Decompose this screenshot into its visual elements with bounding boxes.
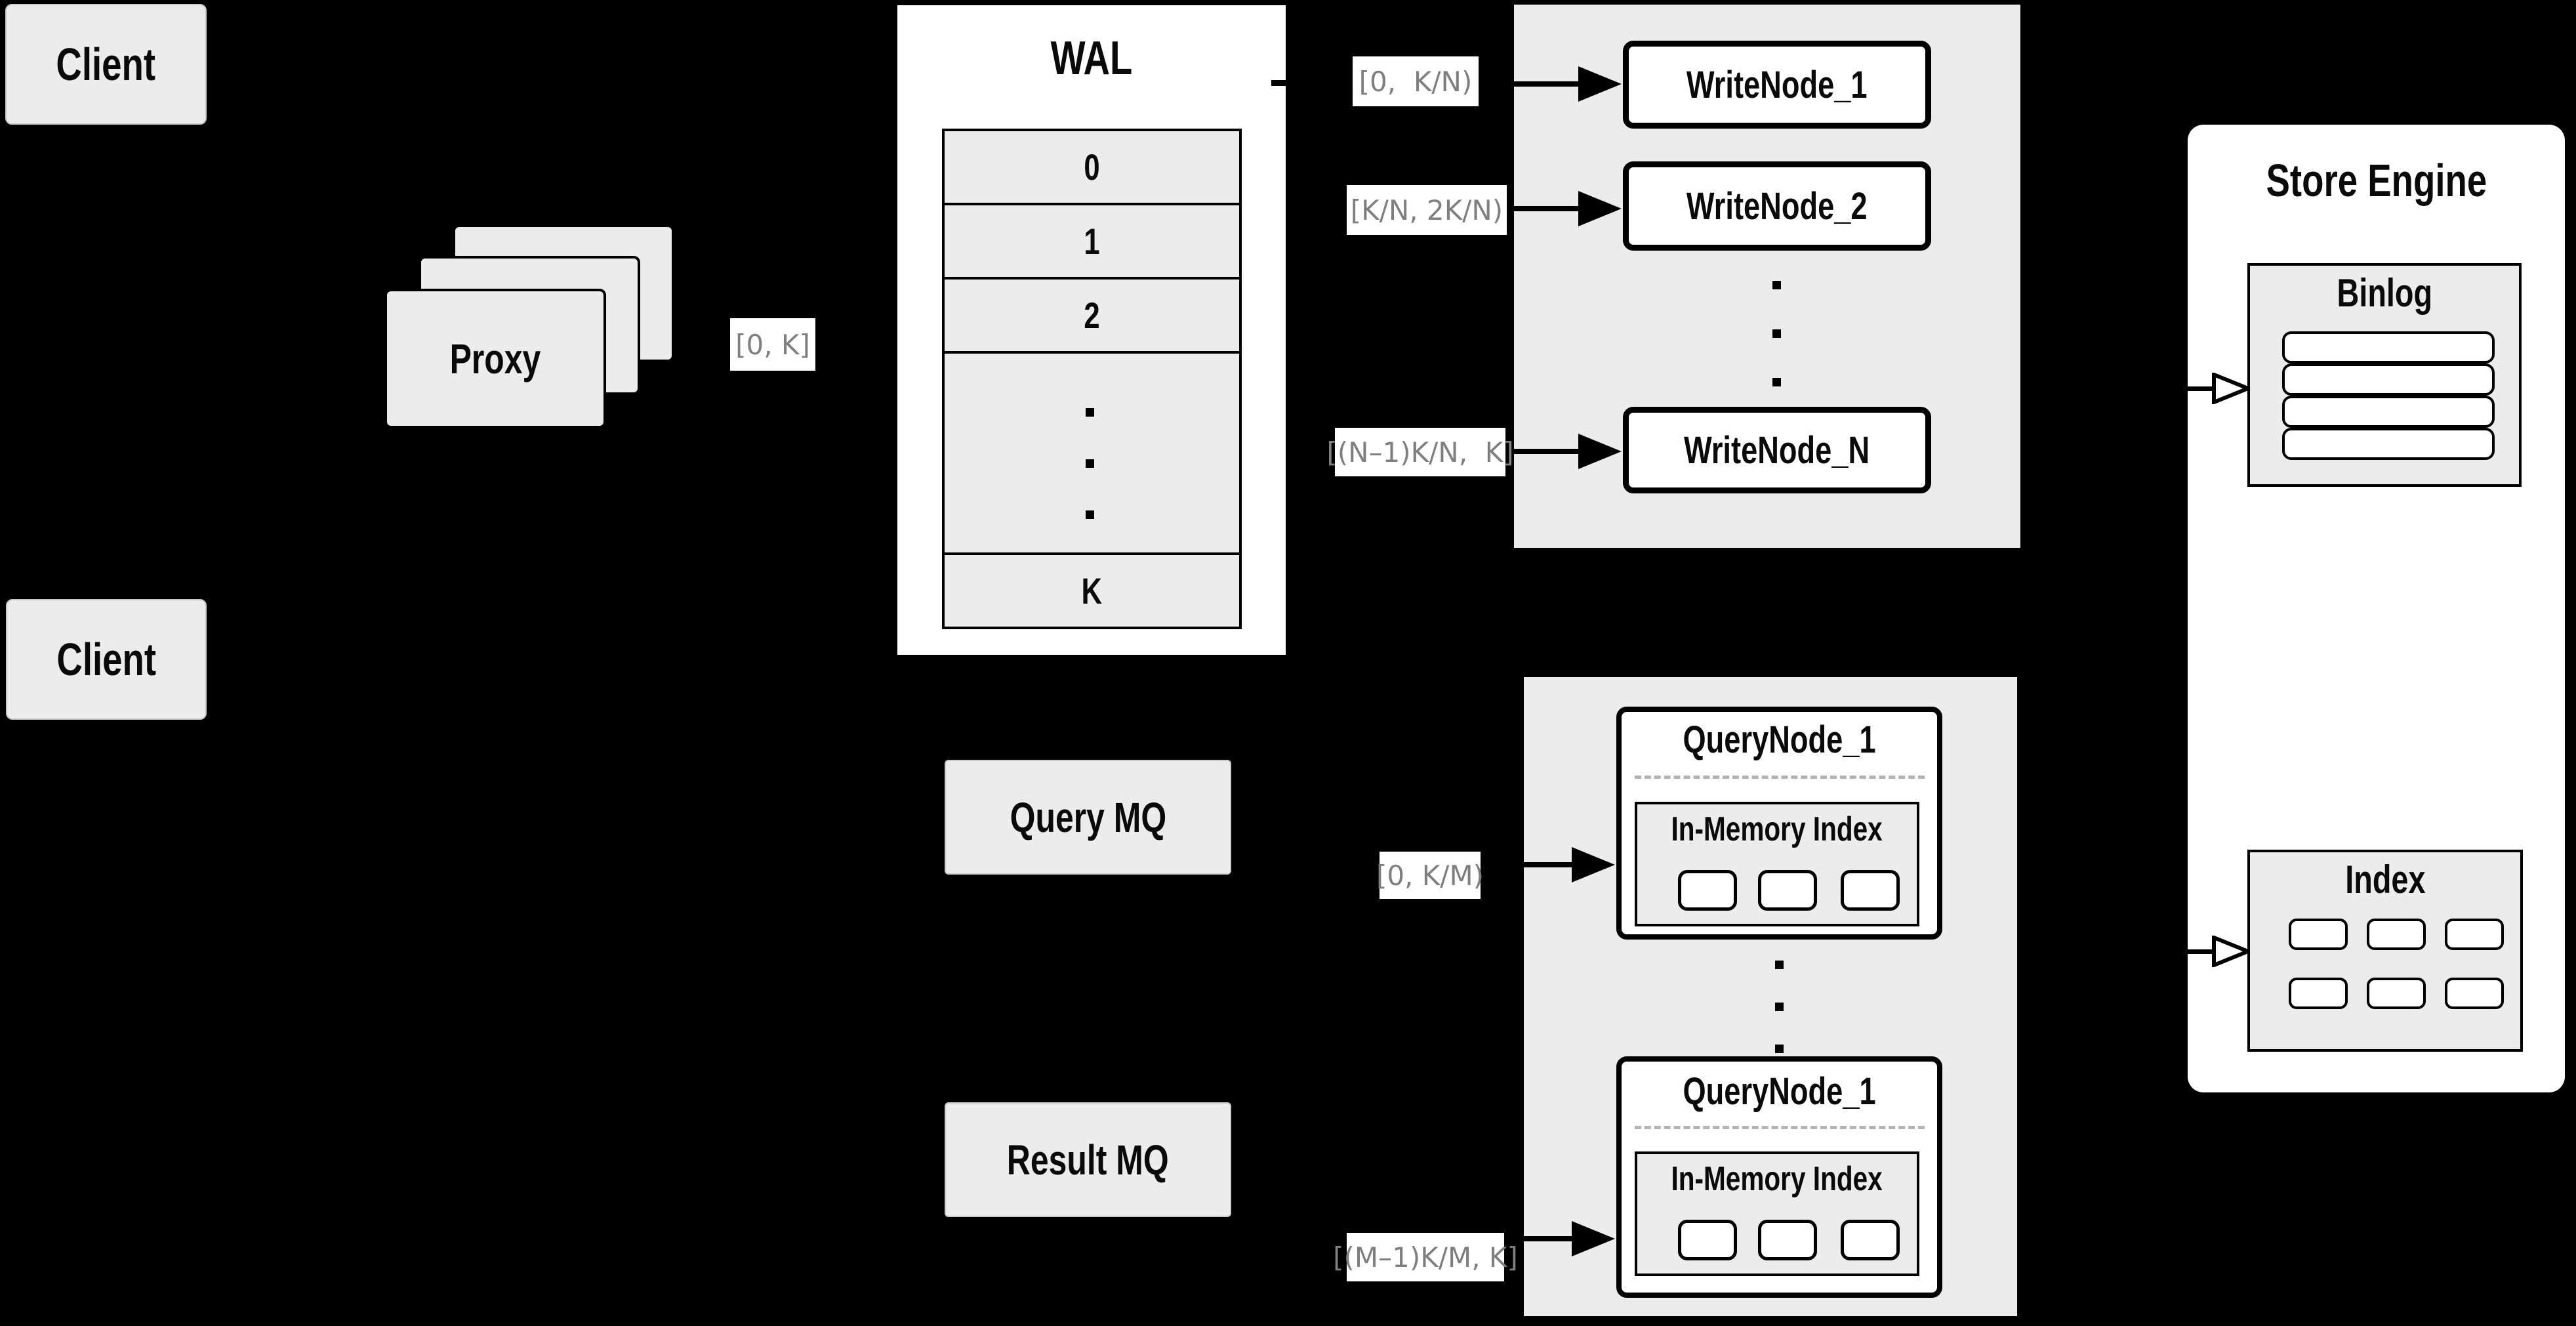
imi-bottom-segment-2 bbox=[1758, 1220, 1817, 1260]
write-node-2-label: WriteNode_2 bbox=[1687, 184, 1868, 228]
write-node-1: WriteNode_1 bbox=[1623, 41, 1931, 129]
query-node-bottom-title: QueryNode_1 bbox=[1683, 1070, 1876, 1113]
in-memory-index-title-top: In-Memory Index bbox=[1671, 810, 1883, 848]
wal-row-k-label: K bbox=[1081, 570, 1103, 611]
write-ellipsis-dot-1 bbox=[1772, 281, 1781, 289]
write-node-n-label: WriteNode_N bbox=[1684, 428, 1870, 472]
index-cell-1 bbox=[2289, 919, 2348, 950]
write-ellipsis-dot-3 bbox=[1772, 378, 1781, 386]
imi-top-segment-1 bbox=[1678, 870, 1737, 911]
index-cell-6 bbox=[2445, 978, 2504, 1009]
imi-bottom-segment-1 bbox=[1678, 1220, 1737, 1260]
wal-row-ellipsis bbox=[942, 351, 1242, 555]
client-bottom-label: Client bbox=[56, 634, 156, 685]
wal-ellipsis-dot-2 bbox=[1086, 459, 1094, 468]
write-node-1-label: WriteNode_1 bbox=[1687, 63, 1868, 106]
imi-top-segment-2 bbox=[1758, 870, 1817, 911]
arrow-to-writenode-1-head bbox=[1578, 66, 1622, 102]
query-node-top-divider bbox=[1635, 776, 1925, 779]
wal-ellipsis-dot-1 bbox=[1086, 408, 1094, 417]
index-title: Index bbox=[2344, 858, 2426, 901]
write-node-2: WriteNode_2 bbox=[1623, 161, 1931, 251]
wal-row-2-label: 2 bbox=[1084, 295, 1100, 336]
imi-top-segment-3 bbox=[1841, 870, 1900, 911]
range-label-proxy-out: [0, K] bbox=[730, 318, 815, 371]
wal-ellipsis-dot-3 bbox=[1086, 510, 1094, 519]
query-mq-box: Query MQ bbox=[945, 760, 1231, 875]
write-ellipsis-dot-2 bbox=[1772, 329, 1781, 338]
arrow-to-index-line bbox=[2188, 949, 2215, 954]
arrow-to-querynode-top-head bbox=[1572, 847, 1615, 882]
imi-bottom-segment-3 bbox=[1841, 1220, 1900, 1260]
query-ellipsis-dot-1 bbox=[1775, 961, 1784, 969]
result-mq-box: Result MQ bbox=[945, 1102, 1231, 1217]
wal-out-arrow-stub bbox=[1271, 80, 1286, 86]
wal-row-1-label: 1 bbox=[1084, 220, 1100, 262]
arrow-to-writenode-2-head bbox=[1578, 191, 1622, 226]
arrow-to-querynode-top-line bbox=[1524, 862, 1573, 867]
write-node-n: WriteNode_N bbox=[1623, 407, 1931, 493]
binlog-bar-4 bbox=[2282, 428, 2495, 460]
wal-row-0: 0 bbox=[942, 129, 1242, 205]
arrow-to-binlog-head bbox=[2212, 373, 2250, 404]
wal-row-0-label: 0 bbox=[1084, 146, 1100, 188]
index-cell-3 bbox=[2445, 919, 2504, 950]
query-node-bottom-divider bbox=[1635, 1126, 1925, 1129]
query-ellipsis-dot-2 bbox=[1775, 1003, 1784, 1011]
arrow-to-querynode-bottom-head bbox=[1572, 1221, 1615, 1256]
client-box-bottom: Client bbox=[6, 599, 207, 720]
index-cell-2 bbox=[2367, 919, 2426, 950]
range-label-querynode-m: [(M–1)K/M, K] bbox=[1333, 1233, 1518, 1281]
query-mq-label: Query MQ bbox=[1010, 793, 1166, 841]
arrow-to-index-head bbox=[2212, 936, 2250, 967]
index-panel bbox=[2247, 850, 2523, 1052]
wal-title: WAL bbox=[1050, 32, 1133, 85]
proxy-card-front: Proxy bbox=[384, 289, 606, 428]
arrow-to-writenode-n-head bbox=[1578, 434, 1622, 469]
arrow-to-writenode-2-line bbox=[1514, 206, 1580, 211]
index-cell-5 bbox=[2367, 978, 2426, 1009]
store-engine-title: Store Engine bbox=[2266, 155, 2487, 206]
client-top-label: Client bbox=[56, 39, 156, 90]
proxy-label: Proxy bbox=[449, 335, 541, 383]
result-mq-label: Result MQ bbox=[1007, 1136, 1169, 1184]
wal-row-k: K bbox=[942, 552, 1242, 629]
range-label-writenode-2: [K/N, 2K/N) bbox=[1347, 185, 1507, 235]
range-label-writenode-1: [0, K/N) bbox=[1353, 56, 1479, 106]
arrow-to-binlog-line bbox=[2188, 386, 2215, 391]
range-label-writenode-n: [(N–1)K/N, K] bbox=[1326, 428, 1514, 476]
range-label-querynode-1: [0, K/M) bbox=[1376, 852, 1484, 899]
query-ellipsis-dot-3 bbox=[1775, 1045, 1784, 1053]
arrow-to-writenode-1-line bbox=[1514, 81, 1580, 87]
binlog-bar-3 bbox=[2282, 396, 2495, 428]
wal-row-2: 2 bbox=[942, 277, 1242, 354]
binlog-bar-1 bbox=[2282, 331, 2495, 363]
query-node-top-title: QueryNode_1 bbox=[1683, 718, 1876, 761]
binlog-bar-2 bbox=[2282, 363, 2495, 396]
in-memory-index-title-bottom: In-Memory Index bbox=[1671, 1160, 1883, 1198]
arrow-to-writenode-n-line bbox=[1514, 449, 1580, 454]
index-cell-4 bbox=[2289, 978, 2348, 1009]
wal-row-1: 1 bbox=[942, 203, 1242, 280]
client-box-top: Client bbox=[5, 4, 207, 125]
arrow-to-querynode-bottom-line bbox=[1524, 1236, 1573, 1241]
binlog-title: Binlog bbox=[2337, 271, 2432, 315]
